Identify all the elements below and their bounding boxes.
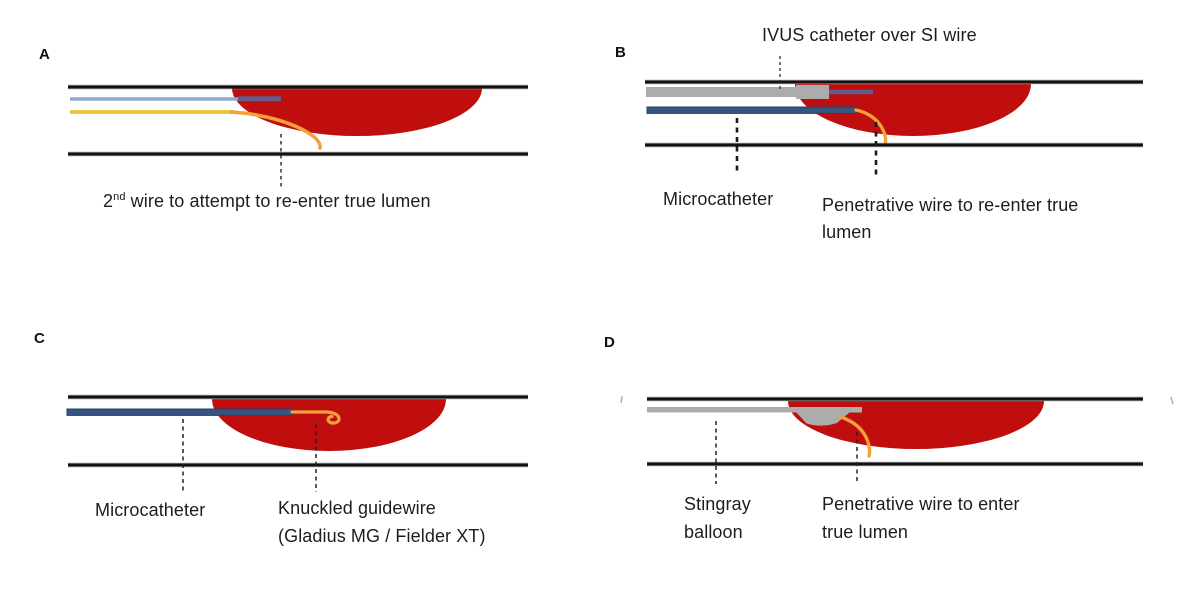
panel-b-letter: B <box>615 44 626 61</box>
panel-d-penetrative-wire-label: Penetrative wire to enter true lumen <box>822 490 1020 546</box>
panel-c-diagram <box>66 394 528 492</box>
panel-a-caption-ordinal-suffix: nd <box>113 191 126 203</box>
panel-b-plaque-shape <box>795 84 1031 136</box>
panel-c-plaque-shape <box>212 399 446 451</box>
panel-d-left-edge-artifact <box>620 395 623 404</box>
panel-d-stingray-balloon-label-line2: balloon <box>684 522 743 542</box>
panel-a-diagram <box>68 84 528 187</box>
panel-c-knuckled-guidewire <box>290 410 341 425</box>
panel-c-knuckled-guidewire-label: Knuckled guidewire (Gladius MG / Fielder… <box>278 494 486 550</box>
panel-d-balloon-shaft <box>647 407 862 413</box>
panel-c-knuckled-guidewire-label-line1: Knuckled guidewire <box>278 498 436 518</box>
panel-d-stingray-balloon-label-line1: Stingray <box>684 494 751 514</box>
panel-b-ivus-catheter-tip <box>796 85 829 99</box>
panel-c-knuckled-guidewire-label-line2: (Gladius MG / Fielder XT) <box>278 526 486 546</box>
panel-d-penetrative-wire <box>839 415 872 458</box>
panel-a-plaque-shape <box>232 88 482 136</box>
panel-a-caption: 2nd wire to attempt to re-enter true lum… <box>103 191 431 212</box>
panel-d-right-edge-artifact <box>1170 396 1174 405</box>
panel-c-microcatheter-label: Microcatheter <box>95 500 206 520</box>
panel-d-penetrative-wire-label-line1: Penetrative wire to enter <box>822 494 1020 514</box>
panel-d-diagram <box>620 395 1174 484</box>
panel-d-penetrative-wire-label-line2: true lumen <box>822 522 909 542</box>
panel-a-second-wire-curved-tip <box>230 110 322 150</box>
panel-d-plaque-shape <box>788 401 1044 449</box>
panel-b-microcatheter <box>646 106 857 114</box>
panel-c-microcatheter <box>66 408 293 416</box>
panel-d-stingray-balloon-label: Stingray balloon <box>684 490 751 546</box>
panel-b-penetrative-wire-label-line1: Penetrative wire to re-enter true <box>822 195 1079 215</box>
panel-b-ivus-catheter <box>646 87 798 97</box>
panel-b-penetrative-wire <box>854 108 888 147</box>
panel-b-microcatheter-label: Microcatheter <box>663 189 774 209</box>
panel-d-letter: D <box>604 334 615 351</box>
panel-a-letter: A <box>39 46 50 63</box>
panel-a-caption-text: wire to attempt to re-enter true lumen <box>125 191 431 211</box>
panel-d-stingray-balloon <box>796 412 850 426</box>
panel-b-penetrative-wire-label: Penetrative wire to re-enter true lumen <box>822 192 1078 246</box>
panel-c-letter: C <box>34 330 45 347</box>
panel-b-penetrative-wire-label-line2: lumen <box>822 222 872 242</box>
panel-b-title: IVUS catheter over SI wire <box>762 25 977 45</box>
panel-a-caption-number: 2 <box>103 191 114 211</box>
panel-b-diagram <box>645 56 1143 179</box>
